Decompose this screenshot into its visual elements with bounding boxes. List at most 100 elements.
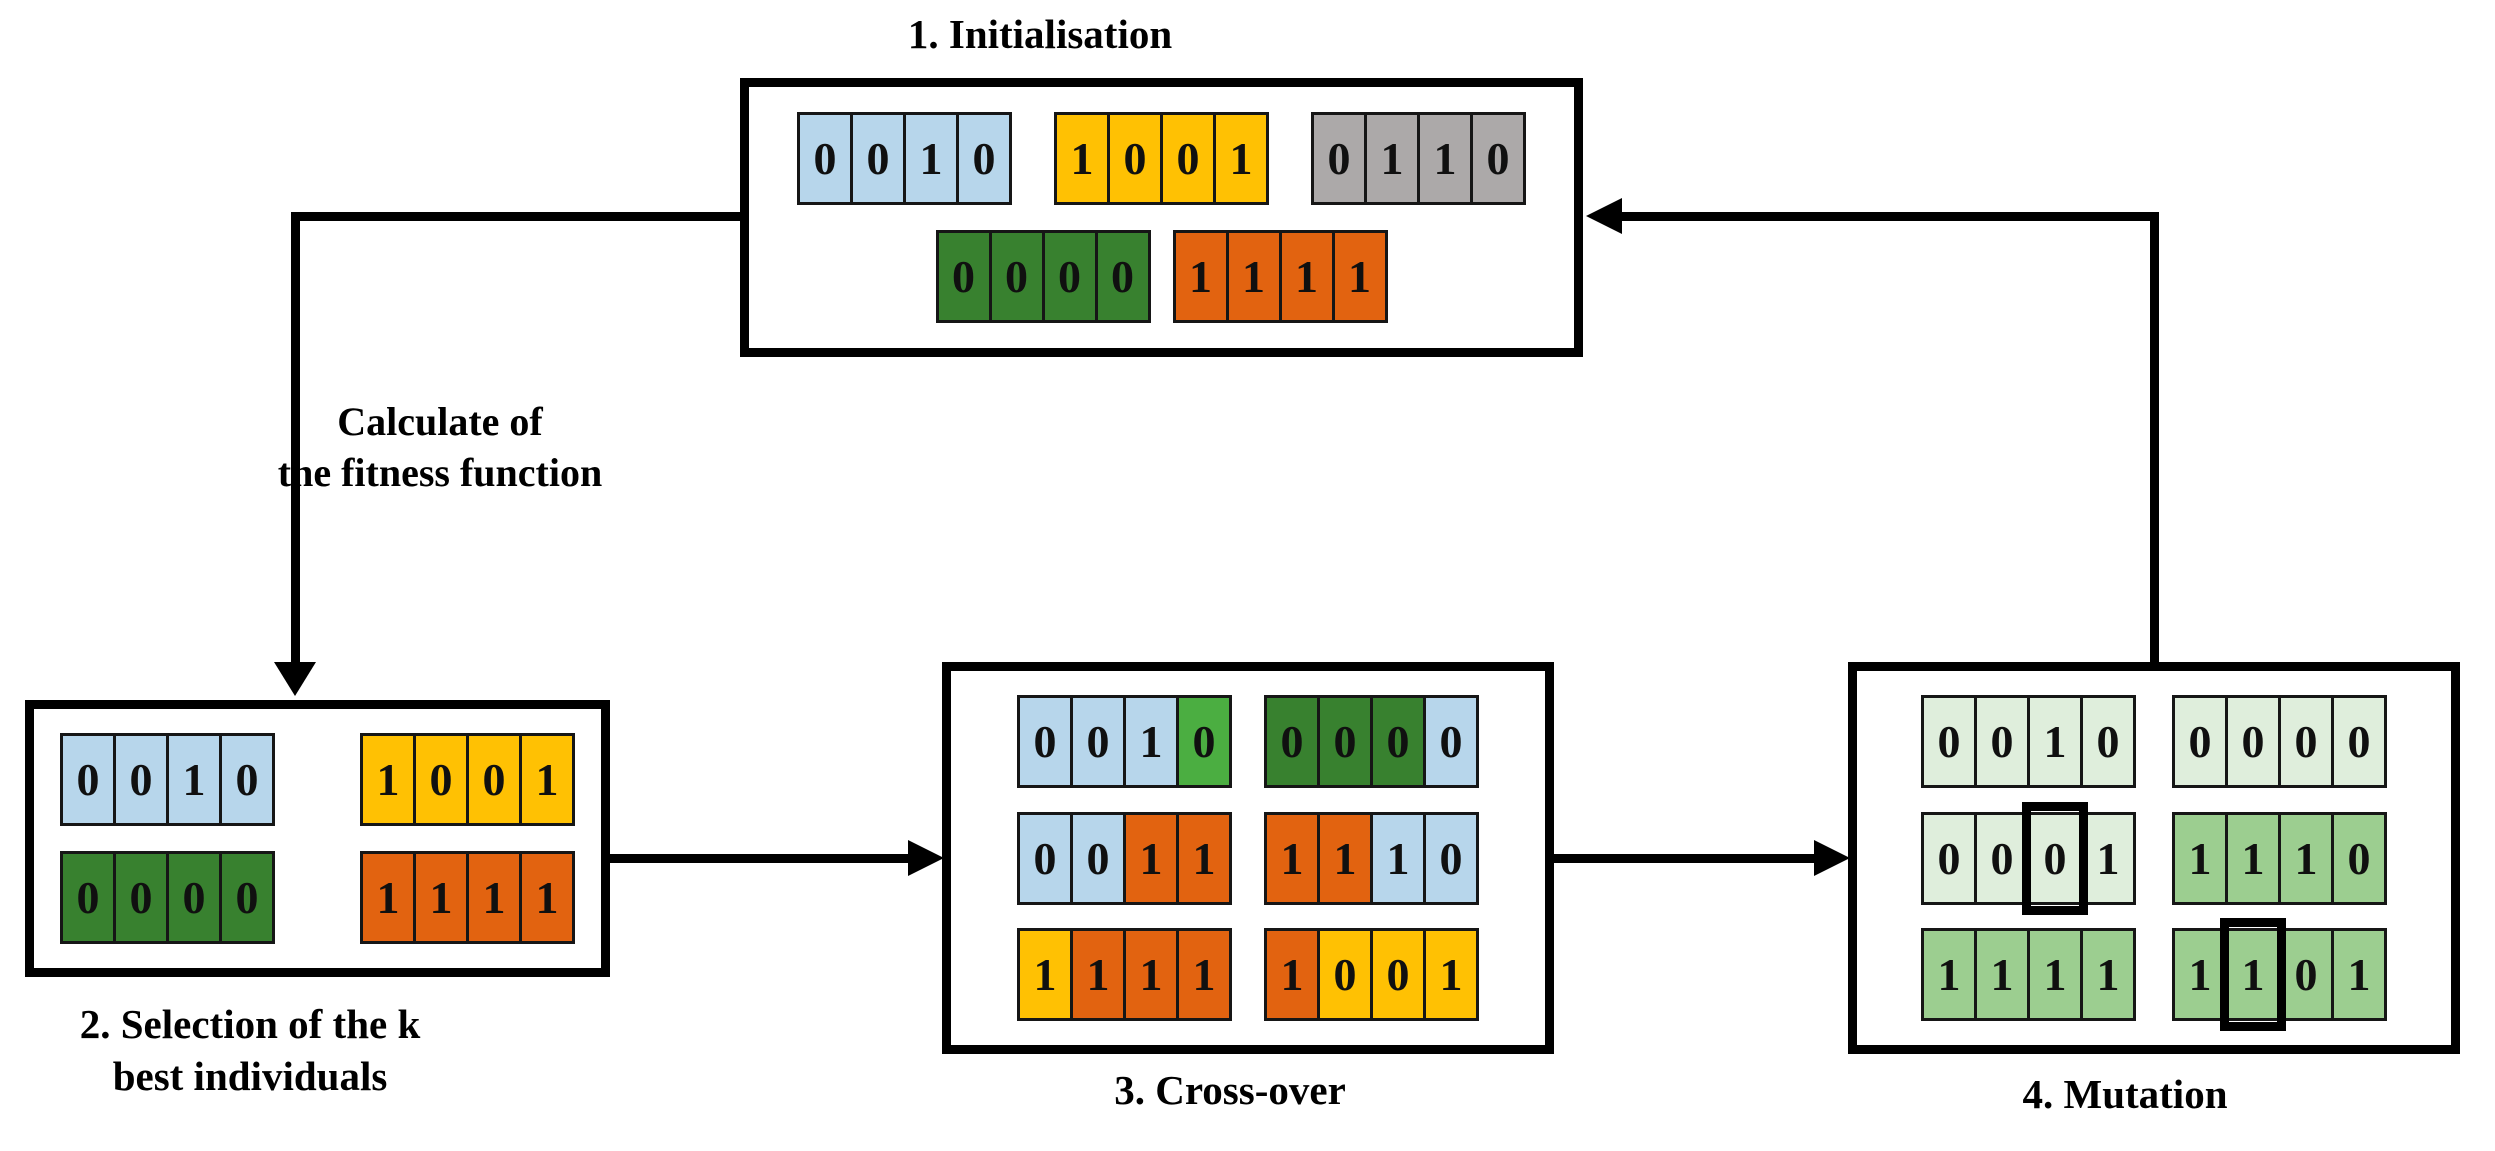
- gene-cell: 0: [1921, 694, 1977, 788]
- gene-cell: 1: [1070, 928, 1126, 1022]
- gene-cell: 1: [360, 733, 416, 827]
- gene-cell: 0: [60, 850, 116, 944]
- gene-cell: 0: [413, 733, 469, 827]
- gene-cell: 0: [1176, 694, 1232, 788]
- gene-cell: 1: [1172, 230, 1229, 323]
- gene-cell: 0: [1370, 928, 1426, 1022]
- gene-cell: 1: [2080, 928, 2136, 1022]
- gene-cell: 0: [935, 230, 992, 323]
- gene-cell: 0: [1423, 694, 1479, 788]
- gene-cell: 0: [2278, 694, 2334, 788]
- gene-cell: 0: [113, 733, 169, 827]
- gene-cell: 1: [2331, 928, 2387, 1022]
- gene-cell: 0: [797, 112, 853, 205]
- gene-cell: 1: [1225, 230, 1282, 323]
- gene-cell: 0: [1017, 811, 1073, 905]
- gene-cell: 0: [1107, 112, 1163, 205]
- gene-cell: 1: [1331, 230, 1388, 323]
- gene-cell: 0: [2331, 694, 2387, 788]
- gene-cell: 0: [1317, 694, 1373, 788]
- gene-cell: 0: [1370, 694, 1426, 788]
- label-initialisation: 1. Initialisation: [907, 11, 1173, 57]
- gene-cell: 1: [1264, 811, 1320, 905]
- arrow-line-init-to-selection-vertical: [291, 212, 300, 664]
- gene-cell: 0: [1070, 694, 1126, 788]
- label-fitness-function: Calculate of the fitness function: [277, 399, 603, 496]
- gene-cell: 0: [956, 112, 1012, 205]
- gene-cell: 0: [1470, 112, 1526, 205]
- gene-cell: 0: [1423, 811, 1479, 905]
- gene-cell: 1: [2225, 811, 2281, 905]
- gene-cell: 0: [2278, 928, 2334, 1022]
- gene-cell: 0: [1017, 694, 1073, 788]
- gene-cell: 1: [1423, 928, 1479, 1022]
- gene-cell: 0: [1311, 112, 1367, 205]
- gene-cell: 1: [1317, 811, 1373, 905]
- gene-cell: 1: [2172, 811, 2228, 905]
- gene-cell: 1: [1054, 112, 1110, 205]
- gene-cell-mutated: 0: [2022, 801, 2088, 915]
- gene-cell: 1: [1017, 928, 1073, 1022]
- gene-cell: 0: [1317, 928, 1373, 1022]
- gene-cell: 0: [1264, 694, 1320, 788]
- arrowhead-down-icon: [274, 662, 316, 696]
- gene-cell: 0: [2331, 811, 2387, 905]
- gene-cell: 1: [1123, 811, 1179, 905]
- arrow-line-mutation-to-init-horizontal: [1620, 212, 2159, 221]
- gene-cell: 0: [988, 230, 1045, 323]
- gene-cell: 1: [1123, 694, 1179, 788]
- gene-cell: 1: [166, 733, 222, 827]
- gene-cell: 1: [903, 112, 959, 205]
- gene-cell: 1: [1921, 928, 1977, 1022]
- gene-cell: 1: [2080, 811, 2136, 905]
- gene-cell: 0: [166, 850, 222, 944]
- arrowhead-right-icon: [908, 840, 944, 876]
- arrowhead-left-icon: [1586, 198, 1622, 234]
- gene-cell: 1: [1370, 811, 1426, 905]
- gene-cell: 1: [413, 850, 469, 944]
- gene-cell: 0: [1041, 230, 1098, 323]
- gene-cell: 1: [1364, 112, 1420, 205]
- gene-cell: 1: [519, 733, 575, 827]
- gene-cell: 0: [60, 733, 116, 827]
- arrow-line-crossover-to-mutation: [1554, 854, 1816, 863]
- label-mutation: 4. Mutation: [2022, 1071, 2228, 1117]
- gene-cell: 0: [2080, 694, 2136, 788]
- gene-cell: 1: [360, 850, 416, 944]
- gene-cell: 1: [1278, 230, 1335, 323]
- gene-cell: 0: [113, 850, 169, 944]
- arrowhead-right-icon: [1814, 840, 1850, 876]
- gene-cell: 0: [1921, 811, 1977, 905]
